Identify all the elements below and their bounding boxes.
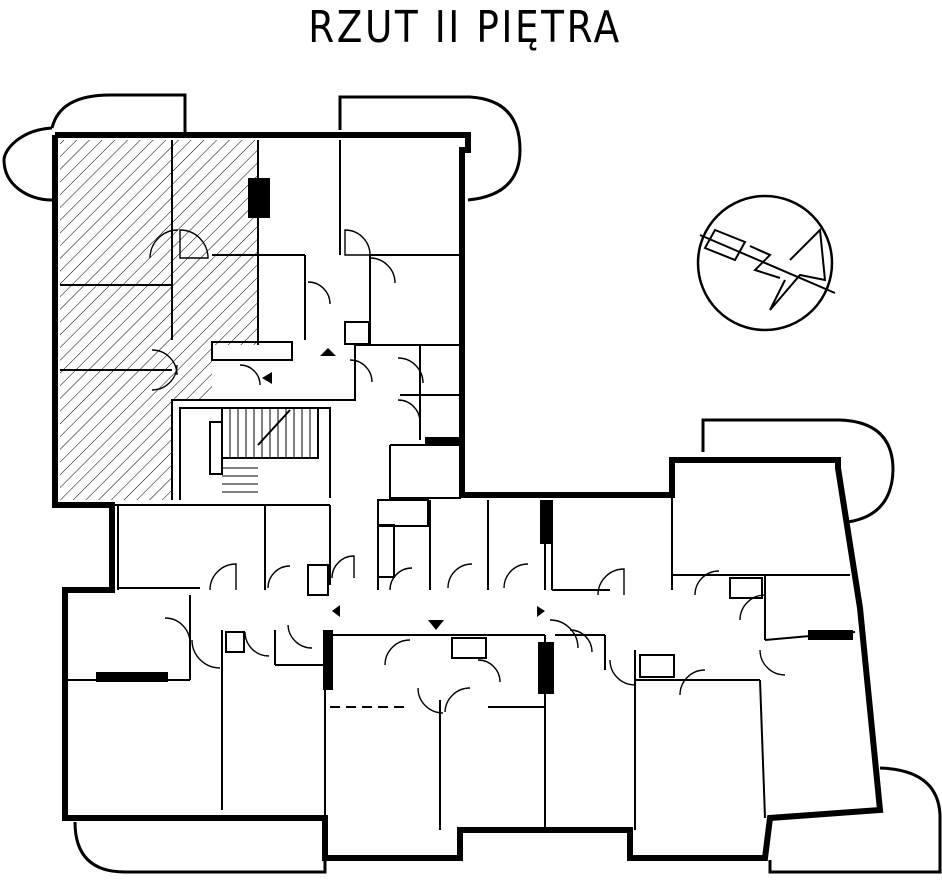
balconies [2, 93, 942, 874]
north-arrow-icon [696, 194, 836, 332]
hatched-area [60, 140, 258, 500]
doors [149, 229, 786, 714]
stairs [209, 407, 319, 493]
drawing-title: RZUT II PIĘTRA [308, 2, 622, 53]
balcony-top-right [338, 95, 522, 202]
markers [262, 348, 545, 630]
outer-walls [52, 132, 884, 861]
balcony-top-left-rail [50, 93, 187, 132]
shafts [96, 178, 853, 694]
balcony-bottom-right [768, 766, 942, 874]
balcony-right [701, 418, 895, 524]
balcony-top-left [2, 126, 53, 202]
balcony-bottom-left [73, 821, 327, 874]
